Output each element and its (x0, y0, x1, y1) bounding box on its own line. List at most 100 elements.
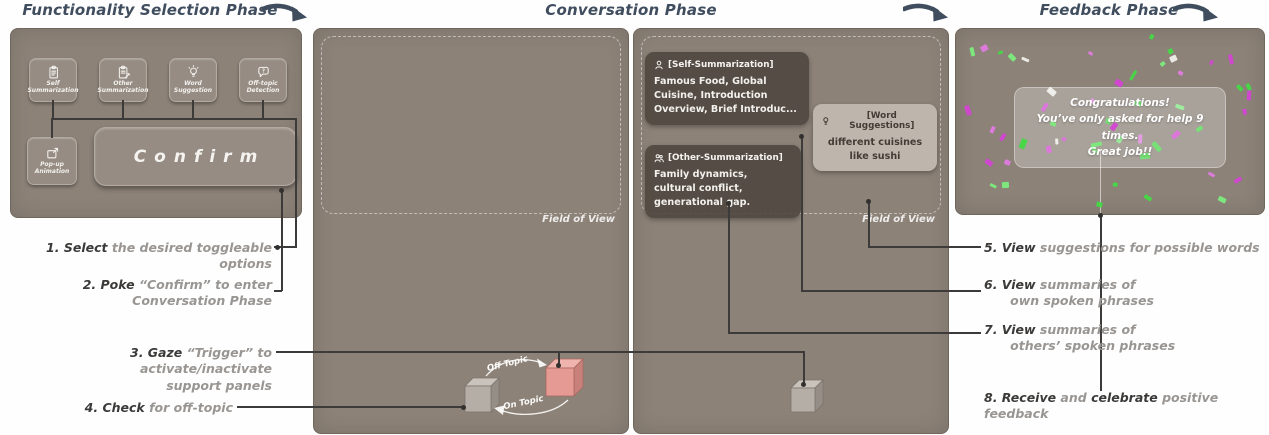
self-summarization-card[interactable]: [Self-Summarization] Famous Food, Global… (645, 52, 809, 125)
field-of-view-label: Field of View (862, 214, 935, 225)
annotation-segment: 5. View (984, 240, 1036, 255)
confetti-piece (988, 126, 996, 134)
clipboard-icon (48, 65, 58, 79)
confetti-piece (1228, 54, 1235, 66)
confetti-piece (997, 50, 1004, 55)
confetti-piece (1235, 83, 1244, 93)
annotation-segment: 1. Select (46, 240, 108, 255)
toggle-label: Self Summarization (27, 80, 79, 94)
junction-dot (725, 200, 731, 206)
phase-title-selection: Functionality Selection Phase (22, 1, 278, 19)
feedback-panel: Congratulations! You’ve only asked for h… (955, 28, 1265, 215)
confetti-piece (1233, 176, 1243, 185)
card-title: [Other-Summarization] (668, 153, 783, 163)
card-header: [Self-Summarization] (654, 60, 800, 70)
junction-dot (798, 133, 804, 139)
confetti-piece (964, 104, 973, 116)
feedback-line: Great job!! (1087, 145, 1153, 158)
connector-line (295, 118, 297, 248)
popup-window-icon (46, 148, 58, 159)
on-topic-label: On Topic (503, 394, 545, 412)
confetti-piece (979, 43, 989, 53)
trigger-cube[interactable] (545, 358, 584, 397)
connector-line (52, 118, 297, 120)
off-topic-cube[interactable] (464, 377, 500, 413)
toggle-off-topic-detection[interactable]: ? Off-topic Detection (239, 58, 287, 102)
field-of-view-outline (321, 36, 621, 214)
annotation-step-2: 2. Poke “Confirm” to enter Conversation … (83, 277, 272, 310)
off-topic-label: Off Topic (486, 354, 529, 374)
person-icon (655, 60, 663, 70)
connector-line (728, 202, 730, 333)
annotation-segment: summaries of others’ spoken phrases (1010, 322, 1176, 354)
card-body: Famous Food, Global Cuisine, Introductio… (654, 76, 797, 115)
annotation-segment: celebrate (1091, 390, 1158, 405)
connector-line (728, 332, 981, 334)
word-suggestions-card[interactable]: [Word Suggestions] different cuisines li… (813, 104, 937, 171)
annotation-segment: 4. Check (84, 400, 145, 415)
toggle-other-summarization[interactable]: Other Summarization (97, 58, 149, 102)
toggle-self-summarization[interactable]: Self Summarization (27, 58, 79, 102)
annotation-segment: positive feedback (984, 390, 1223, 422)
other-summarization-card[interactable]: [Other-Summarization] Family dynamics, c… (645, 145, 801, 218)
connector-line (52, 100, 54, 118)
on-topic-arrow (499, 399, 569, 415)
annotation-step-6: 6. View summaries of own spoken phrases (984, 277, 1154, 310)
connector-line (1100, 213, 1102, 391)
junction-dot (800, 381, 806, 387)
lightbulb-icon (188, 65, 198, 77)
confetti-piece (1087, 50, 1095, 57)
card-body: Family dynamics, cultural conflict, gene… (654, 169, 751, 208)
annotation-segment: for off-topic (144, 400, 233, 415)
swoosh-arrow-icon (262, 3, 307, 22)
arrowhead (494, 405, 505, 415)
confirm-button[interactable]: Confirm (94, 127, 297, 186)
annotation-segment: 6. View (984, 277, 1036, 292)
phase-title-conversation: Conversation Phase (545, 1, 717, 19)
toggle-label: Pop-up Animation (34, 161, 70, 175)
field-of-view-label: Field of View (542, 214, 615, 225)
confetti-piece (1148, 34, 1154, 41)
annotation-segment: summaries of own spoken phrases (1010, 277, 1154, 309)
connector-line (262, 100, 264, 118)
speech-question-icon: ? (257, 66, 269, 78)
connector-line-light (1100, 150, 1101, 214)
toggle-word-suggestion[interactable]: Word Suggestion (169, 58, 217, 102)
connector-line (801, 290, 981, 292)
connector-line (51, 118, 53, 138)
junction-dot (865, 198, 871, 204)
people-icon (654, 154, 664, 163)
toggle-label: Off-topic Detection (246, 80, 280, 94)
annotation-step-8: 8. Receive and celebrate positive feedba… (984, 390, 1269, 423)
confetti-piece (1002, 181, 1010, 189)
confetti-piece (1242, 108, 1248, 115)
annotation-segment: 3. Gaze (130, 345, 183, 360)
toggle-popup-animation[interactable]: Pop-up Animation (27, 137, 77, 185)
annotation-step-7: 7. View summaries of others’ spoken phra… (984, 322, 1175, 355)
confetti-piece (998, 132, 1008, 143)
phase-title-feedback: Feedback Phase (1039, 1, 1179, 19)
arrowhead (537, 358, 547, 368)
confetti-piece (1021, 56, 1030, 63)
confetti-piece (1003, 158, 1012, 167)
toggle-label: Other Summarization (97, 80, 149, 94)
annotation-segment: 7. View (984, 322, 1036, 337)
connector-line (803, 351, 805, 385)
lightbulb-icon (823, 117, 829, 125)
confetti-piece (1167, 48, 1174, 55)
confetti-piece (1169, 54, 1179, 63)
confetti-piece (1177, 70, 1184, 77)
confetti-piece (1217, 194, 1228, 204)
feedback-line: Congratulations! (1070, 97, 1170, 109)
feedback-line: You’ve only asked for help 9 times. (1036, 113, 1204, 142)
connector-line (558, 351, 560, 366)
confetti-piece (1095, 201, 1103, 208)
selection-panel (10, 28, 302, 218)
annotation-segment: and (1056, 390, 1092, 405)
trigger-cube-inactive[interactable] (790, 379, 824, 413)
connector-line (868, 246, 981, 248)
toggle-label: Word Suggestion (173, 80, 213, 94)
card-header: [Word Suggestions] (821, 111, 929, 131)
confetti-piece (1143, 193, 1153, 202)
